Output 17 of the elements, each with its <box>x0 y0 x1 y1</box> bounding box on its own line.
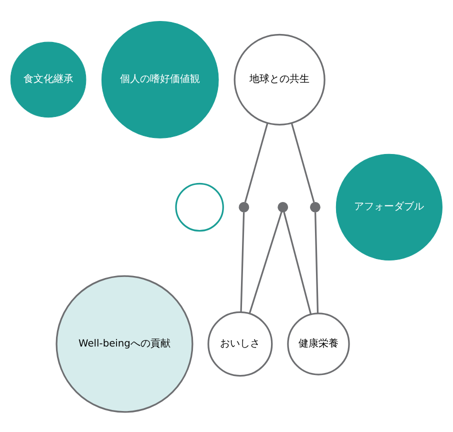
node-circle <box>278 202 288 212</box>
node-circle <box>238 202 250 212</box>
connector <box>244 122 268 202</box>
node-circle: Well-beingへの貢献 <box>56 274 194 412</box>
connector <box>240 212 245 312</box>
node-circle: 地球との共生 <box>234 33 326 125</box>
connector <box>290 122 315 202</box>
node-circle: 個人の嗜好価値観 <box>101 20 219 138</box>
connector <box>283 211 312 314</box>
node-circle <box>310 202 320 212</box>
node-circle: 健康栄養 <box>287 312 350 375</box>
node-circle: おいしさ <box>208 310 273 376</box>
node-circle: 食文化継承 <box>10 41 86 118</box>
connector <box>314 212 319 313</box>
connector <box>248 211 282 314</box>
node-circle <box>175 182 224 232</box>
node-circle: アフォーダブル <box>336 153 442 260</box>
